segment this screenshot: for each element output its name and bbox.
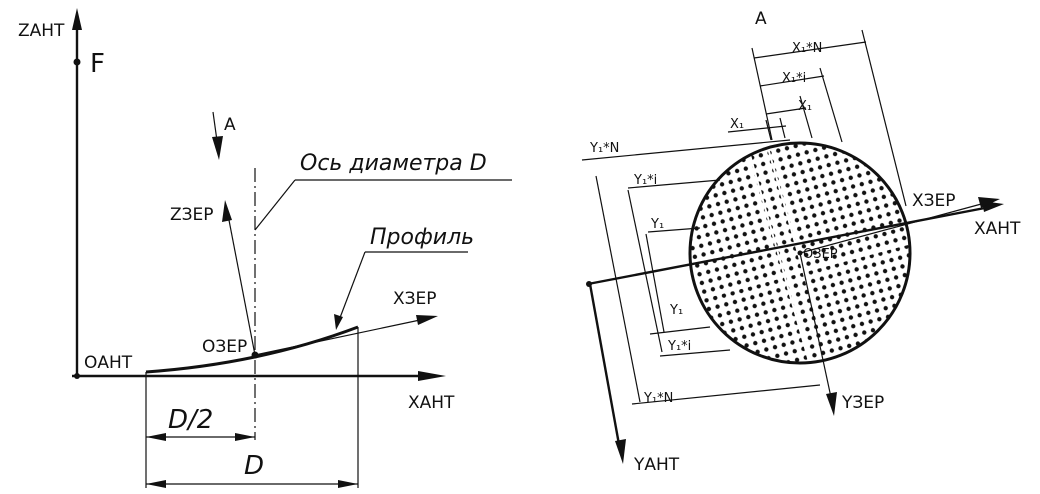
z-ant-label: ZАНТ <box>18 21 65 41</box>
x1i-dim-line <box>759 75 825 87</box>
focus-label: F <box>90 49 105 79</box>
x-ext-1 <box>751 47 773 141</box>
o-zer-point-right <box>797 250 803 256</box>
y1n-ext-bottom <box>631 384 821 405</box>
d-half-label: D/2 <box>168 405 213 435</box>
z-zer-arrowhead <box>222 200 232 222</box>
y-zer-arrowhead <box>826 392 837 416</box>
x-ant-arrowhead <box>418 371 446 381</box>
y1-dim-line <box>645 233 665 333</box>
o-zer-label: OЗЕР <box>202 337 247 357</box>
y-ant-arrowhead <box>615 439 626 464</box>
x-ext-5 <box>779 117 786 139</box>
y1-label-bottom: Y₁ <box>669 303 683 318</box>
left-diagram: ZАНТ F OАНТ XАНТ A Ось диаметра D ZЗЕР X… <box>18 8 512 488</box>
o-zer-point <box>251 351 259 359</box>
focus-point <box>73 58 81 66</box>
x1-small-dim-line <box>727 125 787 133</box>
z-zer-label: ZЗЕР <box>170 205 214 225</box>
profile-label: Профиль <box>370 225 474 250</box>
z-ant-arrowhead <box>72 8 82 30</box>
x-ant-label-right: XАНТ <box>974 219 1021 239</box>
x-ant-label: XАНТ <box>408 393 455 413</box>
y1n-ext-top <box>581 139 791 161</box>
y1i-dim-line <box>627 189 663 353</box>
right-diagram: A XАНТ XЗЕР YАНТ YЗЕР OЗЕР <box>581 9 1021 475</box>
y1i-ext-bottom <box>659 349 731 357</box>
y1n-label-bottom: Y₁*N <box>643 391 673 406</box>
y1-label-top: Y₁ <box>650 217 664 232</box>
profile-leader <box>337 251 366 324</box>
o-ant-point-right <box>586 281 592 287</box>
o-zer-label-right: OЗЕР <box>803 247 838 262</box>
y1i-label-top: Y₁*i <box>633 173 657 188</box>
x1-dim-line <box>765 107 807 115</box>
o-ant-point <box>74 373 80 379</box>
x-zer-arrowhead-right <box>978 197 1000 208</box>
x1i-label: X₁*i <box>782 71 806 86</box>
x-ext-3 <box>819 67 843 143</box>
diameter-axis-label: Ось диаметра D <box>300 151 487 176</box>
view-a-label: A <box>224 115 236 135</box>
x-ext-4 <box>799 95 813 139</box>
x-zer-axis-right <box>799 202 986 254</box>
y1n-label-top: Y₁*N <box>589 141 619 156</box>
x1-label-small: X₁ <box>730 117 744 132</box>
y-dimensions: Y₁*N Y₁*i Y₁ Y₁ Y₁*i Y₁*N <box>581 139 821 406</box>
x-ext-2 <box>861 29 907 207</box>
z-zer-axis <box>227 214 256 356</box>
view-a-arrowhead <box>212 136 223 160</box>
y-zer-axis <box>799 252 833 403</box>
y-zer-label: YЗЕР <box>841 393 884 413</box>
x-zer-arrowhead <box>416 315 438 325</box>
y-ant-label: YАНТ <box>633 455 680 475</box>
x1n-label: X₁*N <box>792 41 822 56</box>
d-half-arrow-left <box>146 433 166 441</box>
o-ant-label: OАНТ <box>84 353 133 373</box>
y1i-label-bottom: Y₁*i <box>667 339 691 354</box>
y1-ext-bottom <box>649 326 711 335</box>
diameter-axis-leader <box>254 179 296 231</box>
x1n-dim-line <box>753 41 867 59</box>
d-label: D <box>244 451 264 481</box>
d-arrow-left <box>146 480 166 488</box>
y-ant-axis <box>588 283 622 451</box>
view-a-title: A <box>755 9 767 29</box>
d-half-arrow-right <box>235 433 255 441</box>
mirror-outline <box>688 141 912 365</box>
y1i-ext-top <box>627 179 721 189</box>
x1-label-top: X₁ <box>798 99 812 114</box>
profile-leader-arrowhead <box>334 314 343 330</box>
y1-ext-top <box>647 227 701 233</box>
x-ext-6 <box>765 119 772 141</box>
x-zer-label-right: XЗЕР <box>912 191 956 211</box>
y1n-dim-line <box>595 175 641 403</box>
x-dimensions: X₁*N X₁*i X₁ X₁ <box>727 29 907 207</box>
x-zer-label: XЗЕР <box>393 289 437 309</box>
profile-curve <box>145 325 359 374</box>
d-arrow-right <box>338 480 358 488</box>
